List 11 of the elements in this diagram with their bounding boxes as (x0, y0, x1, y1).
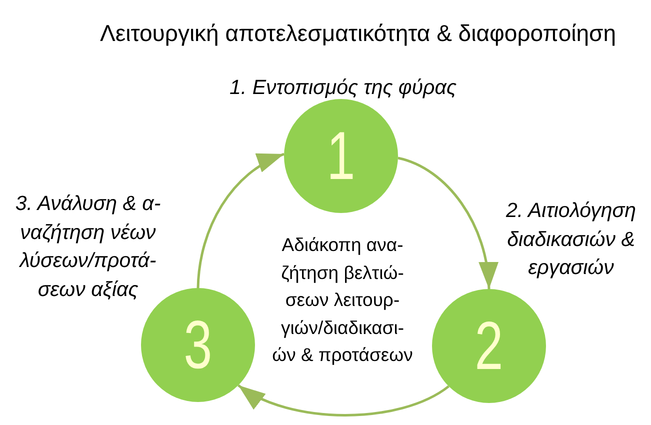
step-caption: 3. Ανάλυση & α-ναζήτηση νέων λύσεων/προτά-σεων αξίας (14, 191, 162, 302)
arrow (398, 156, 498, 290)
arrow (238, 384, 450, 416)
center-note: Αδιάκοπη ανα-ζήτηση βελτιώ-σεων λειτουρ-γιών/διαδικασι-ών & προτάσεων (272, 233, 413, 367)
step-caption: 1. Εντοπισμός της φύρας (228, 75, 458, 101)
diagram-title: Λειτουργική αποτελεσματικότητα & διαφοροποίηση (99, 19, 617, 47)
step-caption: 2. Αιτιολόγηση διαδικασιών & εργασιών (504, 198, 638, 281)
step-number: 3 (184, 315, 212, 375)
step-number: 1 (326, 126, 356, 186)
arrow (196, 152, 285, 288)
step-number: 2 (474, 316, 504, 376)
